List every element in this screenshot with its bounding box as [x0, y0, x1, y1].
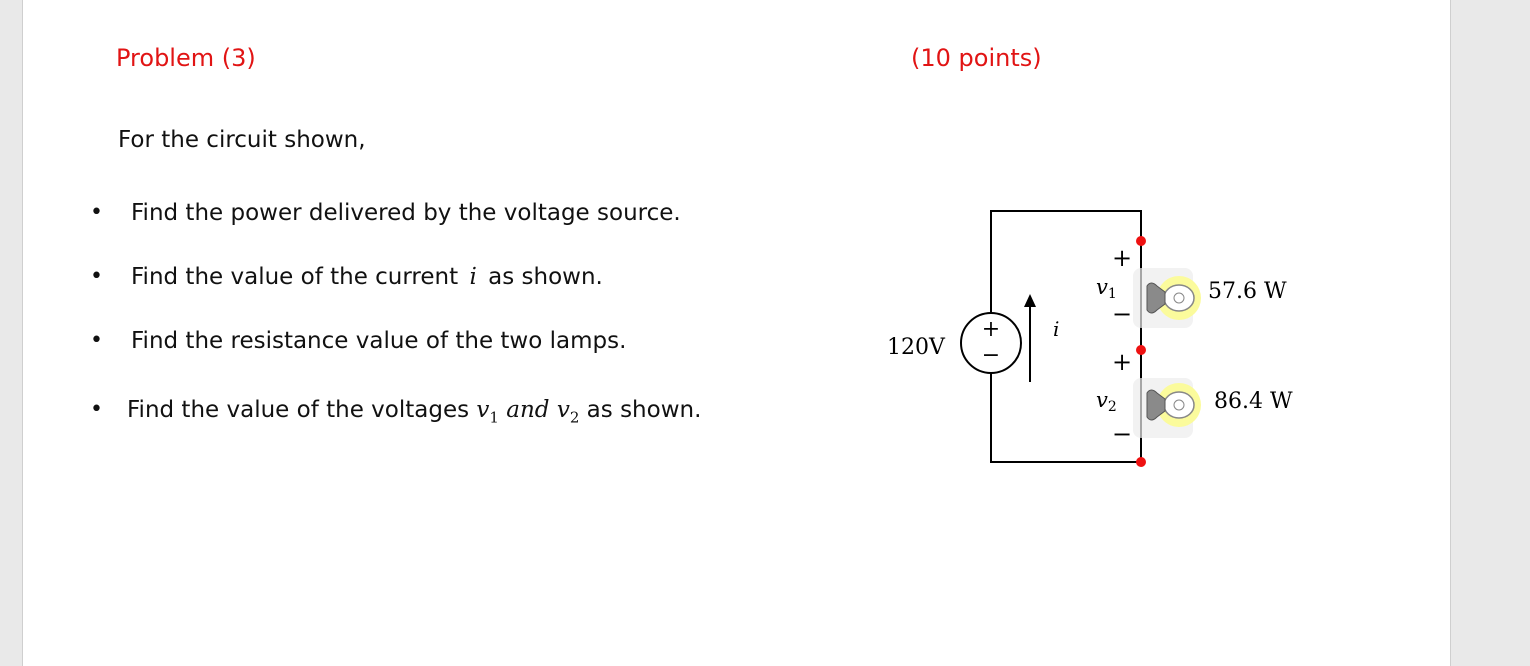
- wire-bottom: [990, 373, 1141, 463]
- bullet-item-resistance: Find the resistance value of the two lam…: [131, 328, 627, 354]
- bullet-text: as shown.: [579, 397, 702, 423]
- bullet-text: Find the value of the voltages: [127, 397, 477, 423]
- math-and: and: [498, 397, 557, 423]
- voltage-source-symbol: [960, 312, 1022, 374]
- lamp1-minus-sign: −: [1112, 300, 1132, 328]
- lamp2-bulb-icon: [1133, 378, 1201, 438]
- source-minus-sign: −: [982, 343, 1000, 368]
- bullet-dot: •: [90, 200, 103, 225]
- bullet-dot: •: [90, 397, 103, 422]
- intro-text: For the circuit shown,: [118, 127, 366, 153]
- circuit-diagram: + − 120V i + v1 − 57.6 W + v2 − 86.4 W: [887, 210, 1293, 467]
- problem-title: Problem (3): [116, 44, 256, 72]
- bullet-item-current: Find the value of the current i as shown…: [131, 264, 603, 290]
- math-v1: v1: [476, 397, 499, 427]
- source-plus-sign: +: [982, 317, 1000, 342]
- document-page: Problem (3) (10 points) For the circuit …: [22, 0, 1451, 666]
- lamp2-power-label: 86.4 W: [1214, 389, 1293, 414]
- lamp2-plus-sign: +: [1112, 348, 1132, 376]
- bullet-text: Find the value of the current: [131, 264, 466, 290]
- bullet-item-voltages: Find the value of the voltages v1 and v2…: [127, 397, 701, 427]
- points-label: (10 points): [911, 44, 1042, 72]
- current-arrow-head: [1024, 294, 1036, 307]
- bullet-item-power: Find the power delivered by the voltage …: [131, 200, 681, 226]
- source-voltage-label: 120V: [887, 335, 946, 360]
- lamp1-voltage-label: v1: [1096, 275, 1117, 302]
- bullet-text: as shown.: [480, 264, 603, 290]
- circuit-node: [1136, 345, 1146, 355]
- lamp1-plus-sign: +: [1112, 244, 1132, 272]
- math-current-symbol: i: [469, 264, 477, 290]
- circuit-node: [1136, 236, 1146, 246]
- lamp2-voltage-label: v2: [1096, 388, 1117, 415]
- current-label: i: [1053, 317, 1059, 341]
- lamp1-power-label: 57.6 W: [1208, 279, 1287, 304]
- bullet-dot: •: [90, 328, 103, 353]
- lamp2-minus-sign: −: [1112, 420, 1132, 448]
- math-v2: v2: [556, 397, 580, 427]
- bullet-dot: •: [90, 264, 103, 289]
- lamp1-bulb-icon: [1133, 268, 1201, 328]
- circuit-node: [1136, 457, 1146, 467]
- wire-top: [990, 210, 1142, 313]
